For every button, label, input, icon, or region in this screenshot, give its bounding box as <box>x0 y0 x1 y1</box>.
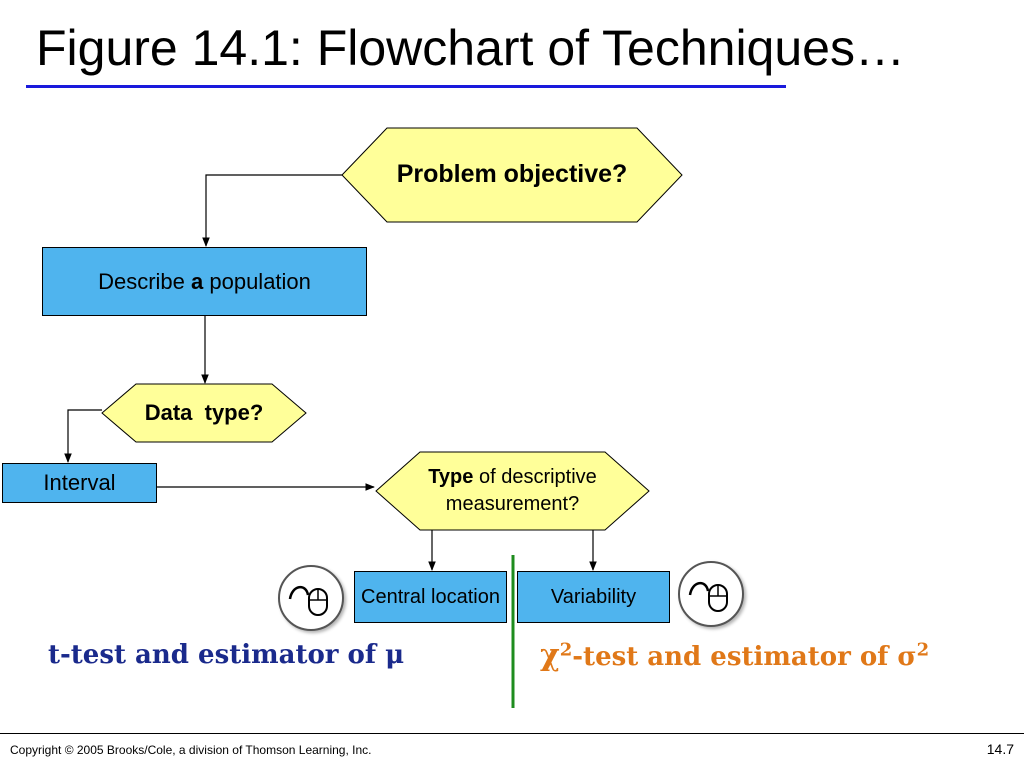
measurement-type-shape <box>375 451 650 531</box>
measurement-type-line2: measurement? <box>445 493 580 515</box>
measurement-type-label: Type of descriptive measurement? <box>376 452 649 530</box>
variability-box: Variability <box>517 571 670 623</box>
data-type-label: Data type? <box>144 400 264 426</box>
copyright-notice: Copyright © 2005 Brooks/Cole, a division… <box>10 743 372 757</box>
chi-superscript: 2 <box>559 639 573 661</box>
footer-divider <box>0 733 1024 734</box>
data-type-shape <box>101 383 307 443</box>
describe-population-box: Describe a population <box>42 247 367 316</box>
slide-number: 14.7 <box>986 741 1014 757</box>
describe-text-post: population <box>203 268 311 294</box>
measurement-type-bold: Type <box>428 466 474 488</box>
describe-text-bold: a <box>191 268 204 294</box>
measurement-type-line1: of descriptive <box>473 466 597 488</box>
problem-objective-label: Problem objective? <box>396 160 628 189</box>
result-t-test: t-test and estimator of μ <box>48 640 405 670</box>
result-chi-square-test: χ2-test and estimator of σ2 <box>540 638 929 673</box>
connector-objective-to-describe <box>202 174 342 247</box>
sigma-superscript: 2 <box>916 639 930 661</box>
chi-symbol: χ <box>540 638 560 673</box>
slide-title: Figure 14.1: Flowchart of Techniques… <box>36 20 905 76</box>
title-underline <box>26 85 786 88</box>
mouse-hyperlink-icon[interactable] <box>278 565 344 631</box>
describe-text-pre: Describe <box>98 268 191 294</box>
mouse-hyperlink-icon[interactable] <box>678 561 744 627</box>
chi-test-text: -test and estimator of σ <box>572 642 917 672</box>
connector-datatype-to-interval <box>64 409 102 463</box>
problem-objective-shape <box>341 127 683 223</box>
central-location-box: Central location <box>354 571 507 623</box>
interval-box: Interval <box>2 463 157 503</box>
